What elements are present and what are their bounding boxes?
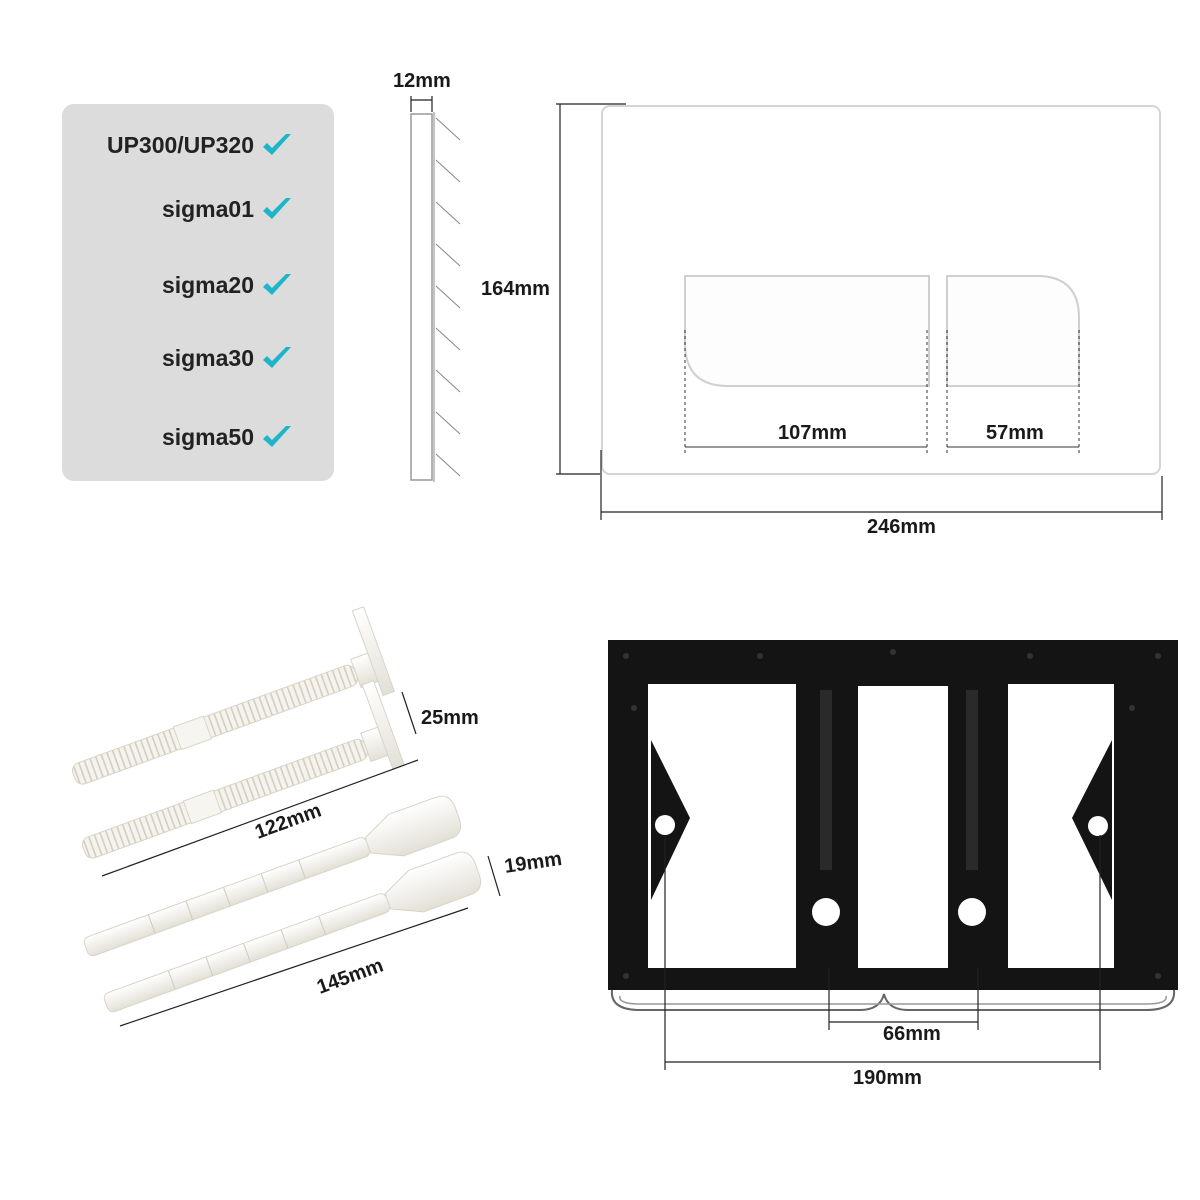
- compatibility-panel: UP300/UP320 sigma01 sigma20 sigma30 sigm…: [62, 104, 334, 481]
- compat-item-sigma20: sigma20: [162, 270, 294, 300]
- side-profile: [410, 96, 461, 482]
- frame-inner-spacing-label: 66mm: [883, 1023, 941, 1045]
- thickness-label: 12mm: [393, 70, 451, 92]
- flush-plate: [601, 105, 1161, 475]
- plate-height-label: 164mm: [481, 278, 550, 300]
- short-bolt: [81, 680, 406, 859]
- checkmark-icon: [263, 198, 291, 219]
- short-bolt-diameter-label: 25mm: [421, 707, 479, 729]
- fixing-bolts: [71, 606, 482, 1013]
- width-dimension: [600, 450, 1163, 520]
- long-bolt: [103, 851, 482, 1013]
- bolt-dimensions: [101, 691, 501, 1027]
- compat-item-sigma50: sigma50: [162, 422, 294, 452]
- short-bolt: [71, 606, 396, 785]
- compat-label: sigma01: [161, 195, 254, 222]
- frame-dimensions: [664, 835, 1101, 1070]
- small-button-width-label: 57mm: [986, 422, 1044, 444]
- compat-label: sigma20: [161, 271, 254, 298]
- frame-outer-spacing-label: 190mm: [853, 1067, 922, 1089]
- compat-item-sigma01: sigma01: [162, 194, 294, 224]
- compat-item-sigma30: sigma30: [162, 343, 294, 373]
- long-bolt: [83, 795, 462, 957]
- checkmark-icon: [263, 426, 291, 447]
- large-button-width-label: 107mm: [778, 422, 847, 444]
- large-flush-button: [684, 275, 930, 387]
- small-flush-button: [946, 275, 1080, 387]
- checkmark-icon: [263, 274, 291, 295]
- compat-label: UP300/UP320: [106, 131, 254, 158]
- compat-label: sigma30: [161, 344, 254, 371]
- checkmark-icon: [263, 347, 291, 368]
- compat-item-up300: UP300/UP320: [107, 130, 294, 160]
- compat-label: sigma50: [161, 423, 254, 450]
- plate-width-label: 246mm: [867, 516, 936, 538]
- height-dimension: [556, 103, 626, 475]
- wall-hatching: [433, 112, 461, 482]
- checkmark-icon: [263, 134, 291, 155]
- mounting-frame: [608, 640, 1178, 1011]
